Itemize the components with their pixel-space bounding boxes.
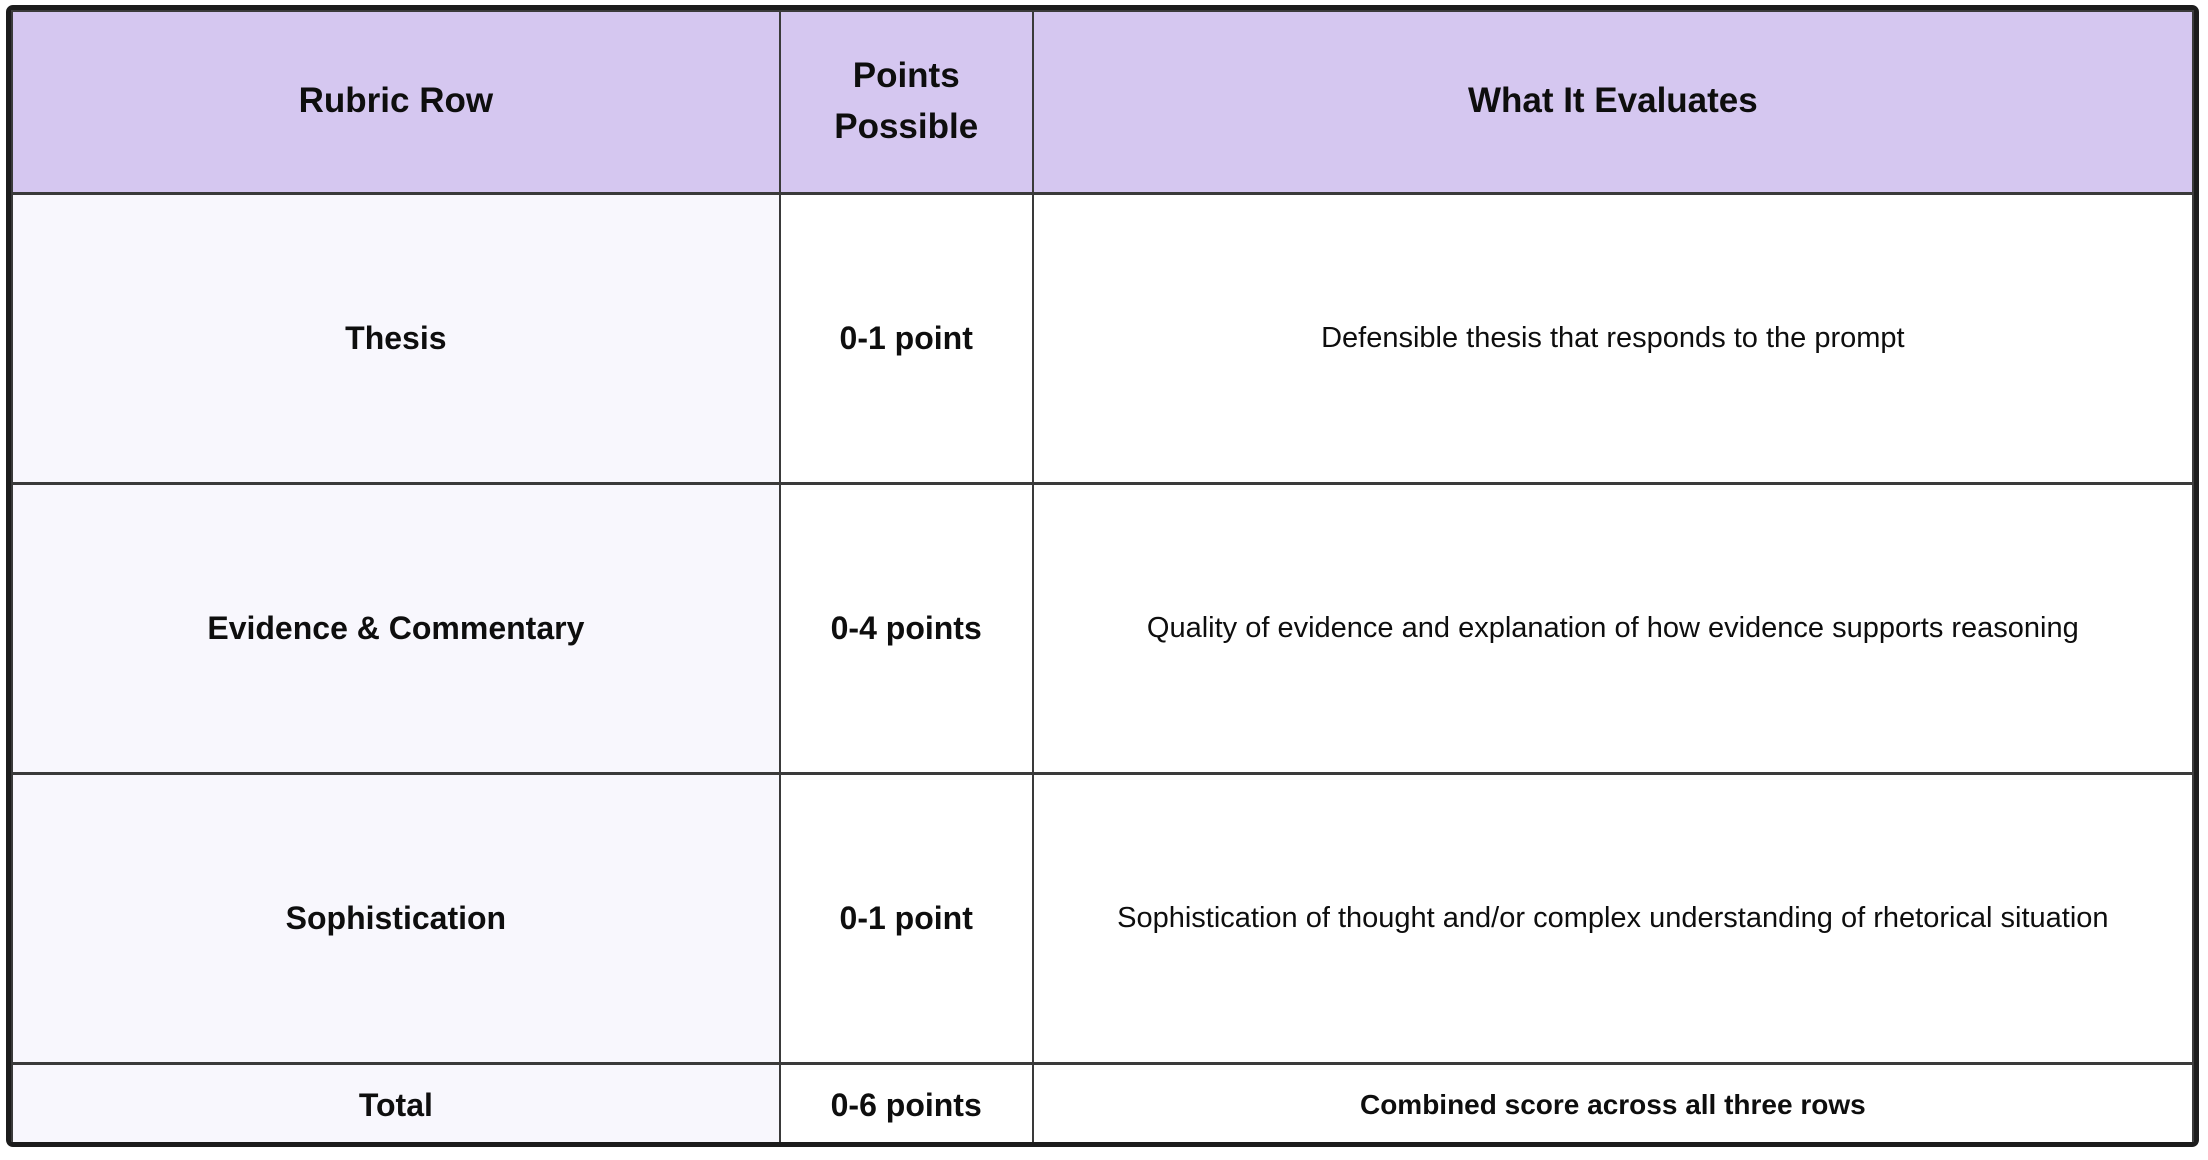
row-label: Sophistication (11, 771, 781, 1065)
table-row-total: Total 0-6 points Combined score across a… (11, 1061, 2194, 1142)
header-row: Rubric Row Points Possible What It Evalu… (11, 10, 2194, 195)
row-label: Evidence & Commentary (11, 481, 781, 775)
points-value: 0-1 point (778, 191, 1034, 485)
column-header-rubric-row: Rubric Row (11, 10, 781, 195)
evaluates-text: Sophistication of thought and/or complex… (1031, 771, 2194, 1065)
evaluates-text: Combined score across all three rows (1031, 1061, 2194, 1142)
evaluates-text: Defensible thesis that responds to the p… (1031, 191, 2194, 485)
table-row-evidence-commentary: Evidence & Commentary 0-4 points Quality… (11, 481, 2194, 775)
column-header-points-possible: Points Possible (778, 10, 1034, 195)
column-header-what-it-evaluates: What It Evaluates (1031, 10, 2194, 195)
points-value: 0-1 point (778, 771, 1034, 1065)
points-value: 0-4 points (778, 481, 1034, 775)
points-value: 0-6 points (778, 1061, 1034, 1142)
evaluates-text: Quality of evidence and explanation of h… (1031, 481, 2194, 775)
row-label: Thesis (11, 191, 781, 485)
rubric-table: Rubric Row Points Possible What It Evalu… (11, 10, 2194, 1142)
table-row-sophistication: Sophistication 0-1 point Sophistication … (11, 771, 2194, 1065)
row-label: Total (11, 1061, 781, 1142)
rubric-table-frame: Rubric Row Points Possible What It Evalu… (6, 5, 2199, 1147)
table-row-thesis: Thesis 0-1 point Defensible thesis that … (11, 191, 2194, 485)
